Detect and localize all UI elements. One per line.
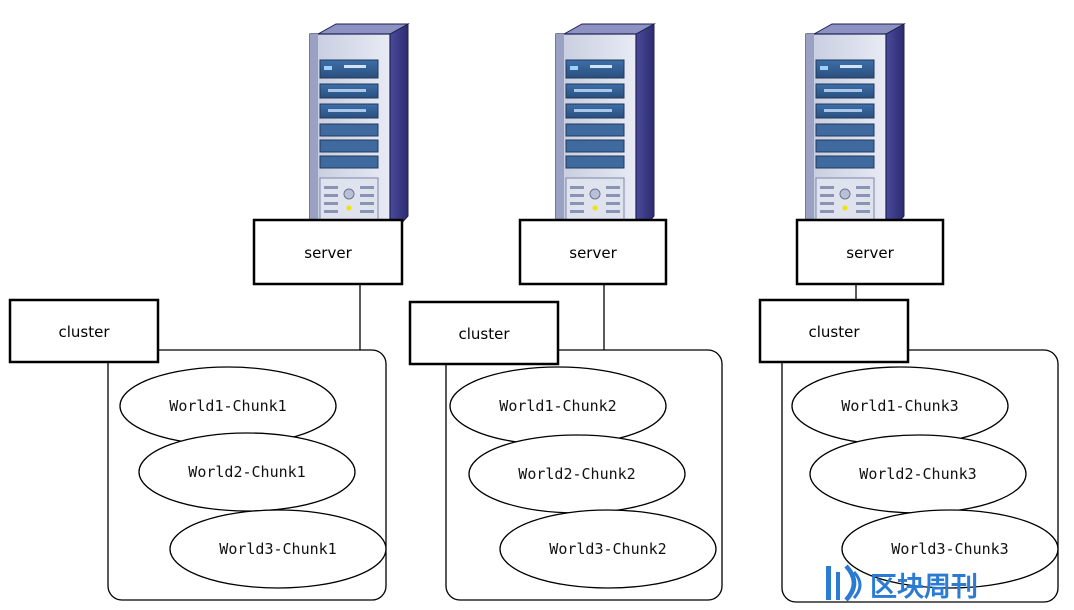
cluster-label: cluster [58,323,110,341]
cluster-box [408,300,560,366]
server-box [252,218,404,286]
cluster-box [758,298,910,364]
chunk-label: World3-Chunk3 [891,540,1008,558]
chunk-label: World2-Chunk1 [188,463,305,481]
server-box [795,218,945,286]
server-group-3: server cluster World1-Chunk3 World2-Chun… [758,23,1059,603]
watermark-text: 区块周刊 [870,572,978,603]
cluster-label: cluster [808,323,860,341]
chunk-label: World3-Chunk2 [549,540,666,558]
chunk-label: World2-Chunk3 [859,465,976,483]
watermark: 区块周刊 [826,564,978,603]
chunk-label: World1-Chunk2 [499,397,616,415]
watermark-logo-icon [826,564,862,602]
server-label: server [569,244,617,262]
server-label: server [846,244,894,262]
cluster-box [8,298,160,364]
cluster-label: cluster [458,325,510,343]
chunk-label: World2-Chunk2 [518,465,635,483]
server-box [518,218,668,286]
chunk-ellipse [499,509,717,589]
chunk-label: World1-Chunk3 [841,397,958,415]
server-tower-icon [309,23,409,237]
chunk-label: World1-Chunk1 [169,397,286,415]
server-group-1: server cluster World1-Chunk1 World2-Chun… [8,23,409,601]
chunk-ellipse [169,509,387,589]
server-tower-icon [555,23,655,237]
chunk-ellipse [841,509,1059,589]
chunk-label: World3-Chunk1 [219,540,336,558]
server-tower-icon [805,23,905,237]
server-label: server [304,244,352,262]
server-group-2: server cluster World1-Chunk2 World2-Chun… [408,23,723,601]
